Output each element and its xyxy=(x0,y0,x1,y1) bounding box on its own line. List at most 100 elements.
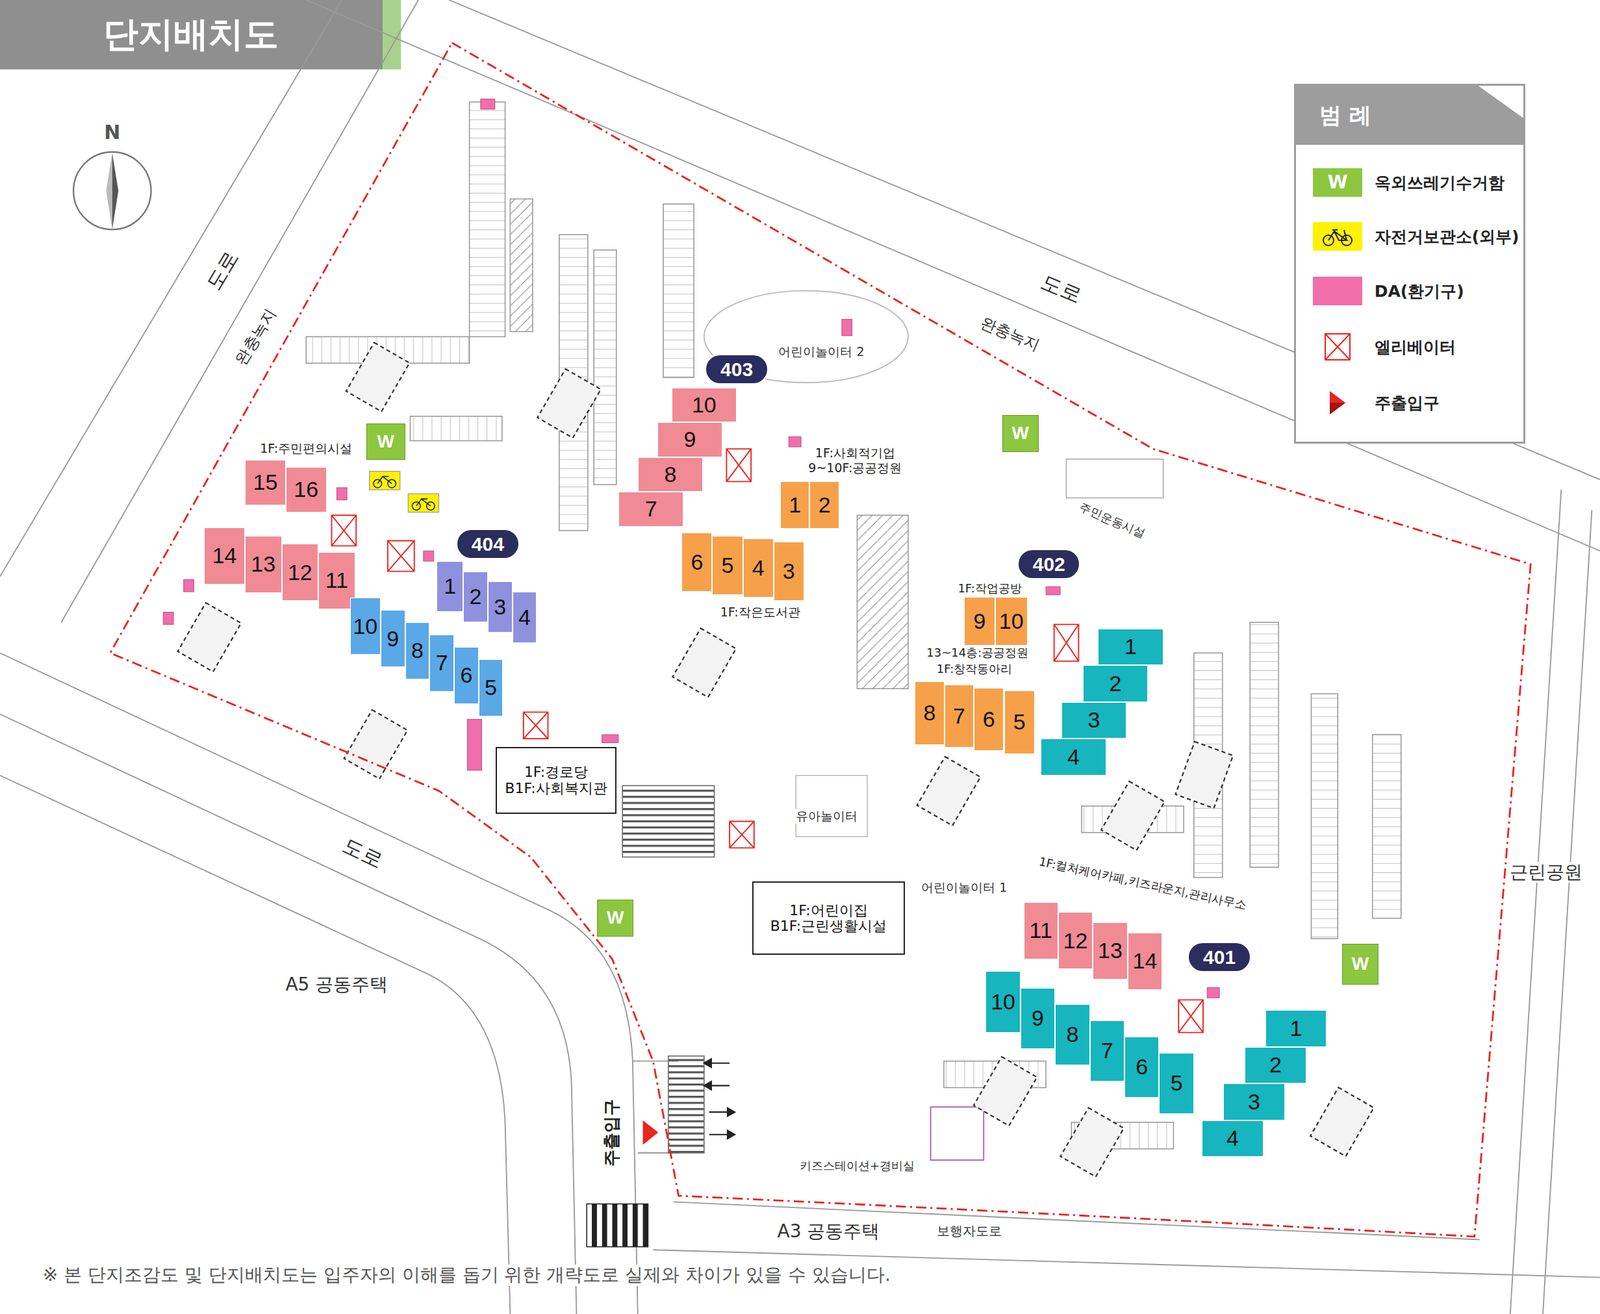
legend-swatch: W xyxy=(1312,168,1362,197)
node-text: 1F:경로당 xyxy=(524,764,588,781)
node-text: 10 xyxy=(999,609,1024,634)
node-text: 8 xyxy=(411,638,424,663)
unit-cell: 2 xyxy=(1082,665,1149,703)
unit-cell: 5 xyxy=(1158,1053,1194,1115)
road-label: 도로 xyxy=(336,832,388,874)
unit-cell: 14 xyxy=(203,527,245,585)
vent-marker xyxy=(467,719,482,771)
neighbor-label: A5 공동주택 xyxy=(283,974,390,996)
unit-cell: 5 xyxy=(1004,690,1035,754)
node-text: 3 xyxy=(1087,708,1100,733)
parking-row xyxy=(509,198,533,332)
node-text: 15 xyxy=(252,470,278,495)
node-text: 9 xyxy=(973,609,986,634)
node-text: 6 xyxy=(459,663,473,688)
road-edge xyxy=(448,0,1600,480)
title-band xyxy=(0,0,383,70)
node-text: 13 xyxy=(250,552,276,577)
node-text: 8 xyxy=(664,462,677,487)
unit-cell: 6 xyxy=(454,647,479,705)
vent-marker xyxy=(183,579,195,592)
legend-swatch xyxy=(1312,332,1362,362)
waste-bin-marker: W xyxy=(1342,943,1380,985)
node-text: 12 xyxy=(1063,928,1089,953)
kids-station-outline xyxy=(930,1106,985,1161)
unit-cell: 4 xyxy=(1201,1120,1263,1158)
parking-row xyxy=(1310,693,1338,939)
area-label: 어린이놀이터 1 xyxy=(919,880,1009,896)
site-boundary xyxy=(110,42,1532,1237)
compass-needle xyxy=(112,153,119,230)
floor-use-note: 13~14층:공공정원 xyxy=(924,646,1031,661)
vent-marker xyxy=(480,98,496,110)
legend-text: 엘리베이터 xyxy=(1374,335,1456,358)
unit-cell: 6 xyxy=(1124,1036,1159,1098)
unit-cell: 3 xyxy=(1223,1083,1285,1121)
bike-rack xyxy=(407,493,439,512)
floor-use-note: 1F:주민편의시설 xyxy=(257,441,355,457)
node-text: B1F:사회복지관 xyxy=(504,780,607,797)
node-text: 7 xyxy=(435,650,449,675)
unit-cell: 11 xyxy=(1023,902,1059,960)
unit-cell: 3 xyxy=(487,581,513,633)
node-text: 404 xyxy=(471,533,505,555)
node-text: W xyxy=(606,908,624,929)
vent-marker xyxy=(1045,586,1061,596)
node-text: 10 xyxy=(352,614,378,639)
legend-symbol xyxy=(1312,388,1362,418)
bike-icon xyxy=(1323,229,1352,246)
building-number-badge: 401 xyxy=(1187,941,1251,973)
unit-cell: 1 xyxy=(436,561,464,613)
parking-ramp xyxy=(177,602,242,672)
node-text: 1 xyxy=(1124,634,1137,659)
area-label: 근린공원 xyxy=(1507,862,1585,883)
node-text: 2 xyxy=(469,584,483,609)
unit-cell: 10 xyxy=(995,596,1028,646)
unit-cell: 2 xyxy=(463,571,488,623)
unit-cell: 9 xyxy=(657,422,724,457)
unit-cell: 8 xyxy=(1054,1004,1090,1066)
legend-text: 주출입구 xyxy=(1374,392,1440,414)
area-label: 주민운동시설 xyxy=(1075,499,1150,542)
node-text: 4 xyxy=(1226,1126,1239,1151)
vent-marker xyxy=(788,436,801,447)
unit-cell: 15 xyxy=(244,459,286,505)
road-edge xyxy=(0,714,577,1314)
legend-swatch xyxy=(1312,222,1362,251)
legend-title: 범 례 xyxy=(1319,102,1372,128)
elevator-symbol xyxy=(523,711,549,739)
node-text: 11 xyxy=(1029,918,1053,943)
unit-cell: 1 xyxy=(780,481,811,529)
lane-arrow xyxy=(709,1062,730,1065)
legend-text: DA(환기구) xyxy=(1374,279,1465,302)
unit-cell: 2 xyxy=(809,481,840,529)
unit-cell: 7 xyxy=(944,684,975,748)
area-label: 키즈스테이션+경비실 xyxy=(797,1159,917,1174)
unit-cell: 2 xyxy=(1244,1047,1306,1085)
parking-ramp xyxy=(917,756,981,826)
unit-cell: 8 xyxy=(637,457,704,492)
node-text: 5 xyxy=(484,675,497,700)
lane-arrow-head xyxy=(727,1108,735,1117)
node-text: 403 xyxy=(720,358,753,381)
node-text: 1F:어린이집 xyxy=(789,902,868,919)
parking-ramp xyxy=(1310,1087,1374,1157)
node-text: 16 xyxy=(293,477,319,502)
building-number-badge: 404 xyxy=(456,528,520,560)
unit-cell: 9 xyxy=(380,609,406,668)
road-edge xyxy=(0,652,638,1314)
stairs xyxy=(622,786,714,858)
road-edge xyxy=(61,0,419,623)
vent-marker xyxy=(336,487,347,501)
unit-cell: 16 xyxy=(285,467,327,512)
legend-symbol xyxy=(1312,332,1362,362)
area-label: 유아놀이터 xyxy=(793,809,860,824)
node-text: 9 xyxy=(386,626,399,651)
node-text: 6 xyxy=(1135,1054,1148,1080)
compass-needle xyxy=(105,153,112,230)
legend-row: W옥외쓰레기수거함 xyxy=(1295,168,1524,197)
area-label: 보행자도로 xyxy=(934,1223,1004,1239)
unit-cell: 1 xyxy=(1097,628,1164,666)
lane-arrow xyxy=(709,1111,730,1113)
